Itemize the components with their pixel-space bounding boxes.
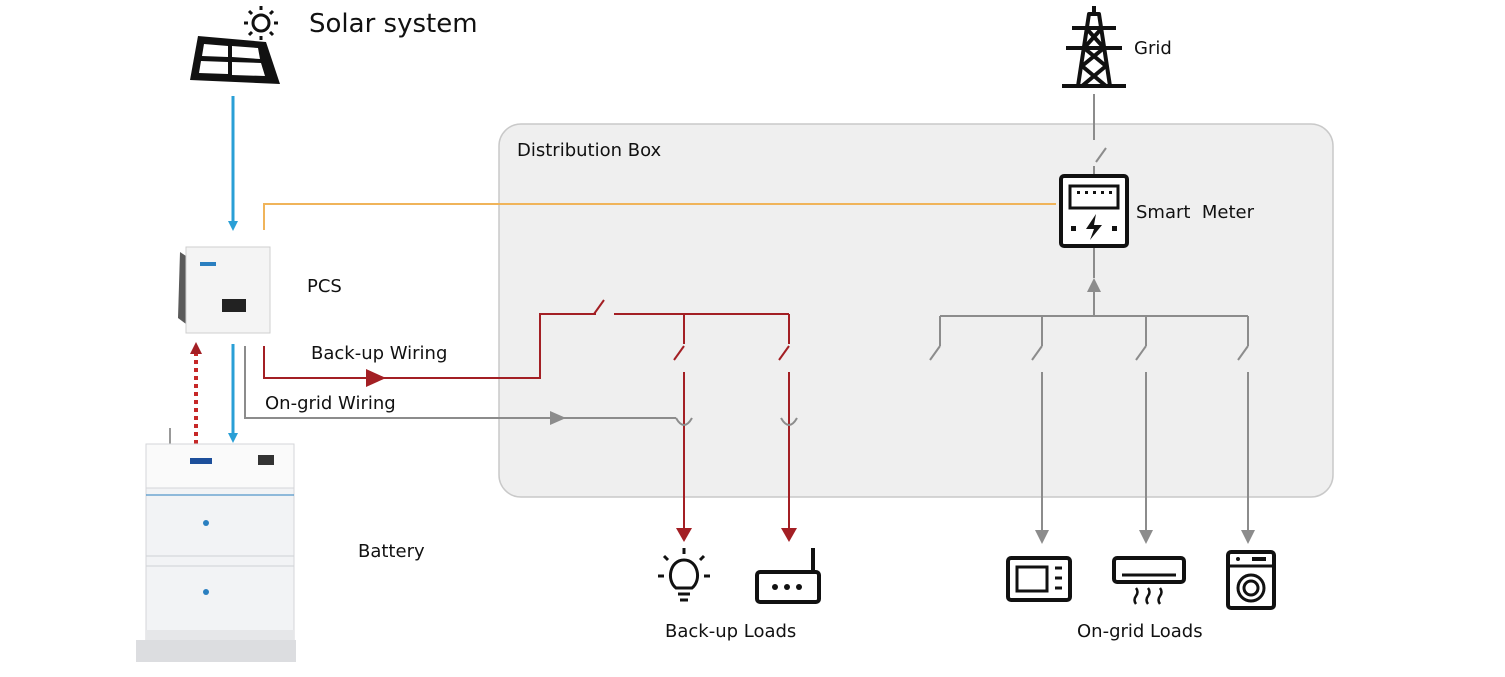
ongrid-loads-label: On-grid Loads	[1077, 621, 1203, 642]
ongrid-switch-3	[1135, 345, 1147, 361]
battery-label: Battery	[358, 541, 425, 562]
ongrid-switch-4	[1237, 345, 1249, 361]
sun-icon	[244, 6, 278, 40]
distribution-box	[498, 123, 1334, 498]
light-bulb-icon	[658, 548, 710, 602]
battery-cabinet-icon	[136, 428, 296, 662]
ongrid-wiring-line	[244, 346, 676, 419]
pcs-label: PCS	[307, 276, 342, 297]
ongrid-wiring-label: On-grid Wiring	[265, 393, 396, 414]
backup-switch-2	[778, 345, 790, 361]
microwave-icon	[1006, 556, 1072, 602]
smart-meter-label: Smart Meter	[1136, 202, 1255, 223]
grid-label: Grid	[1134, 38, 1172, 59]
smart-meter-icon	[1059, 174, 1129, 248]
washing-machine-icon	[1226, 550, 1276, 610]
backup-main-switch	[593, 299, 605, 315]
ongrid-wiring-arrow	[550, 411, 566, 425]
air-conditioner-icon	[1112, 556, 1186, 605]
grid-switch	[1095, 147, 1107, 163]
ongrid-switch-1	[929, 345, 941, 361]
meter-communication-line	[263, 203, 1056, 230]
backup-wiring-line	[263, 313, 596, 379]
backup-wiring-label: Back-up Wiring	[311, 343, 447, 364]
backup-wiring-arrow	[366, 369, 386, 387]
backup-loads-label: Back-up Loads	[665, 621, 796, 642]
solar-system-label: Solar system	[309, 9, 478, 39]
transmission-tower-icon	[1062, 6, 1126, 88]
inverter-icon	[178, 246, 271, 334]
ongrid-switch-2	[1031, 345, 1043, 361]
router-icon	[755, 548, 821, 604]
solar-panel-icon	[190, 36, 280, 84]
distribution-box-label: Distribution Box	[517, 140, 662, 161]
backup-switch-1	[673, 345, 685, 361]
